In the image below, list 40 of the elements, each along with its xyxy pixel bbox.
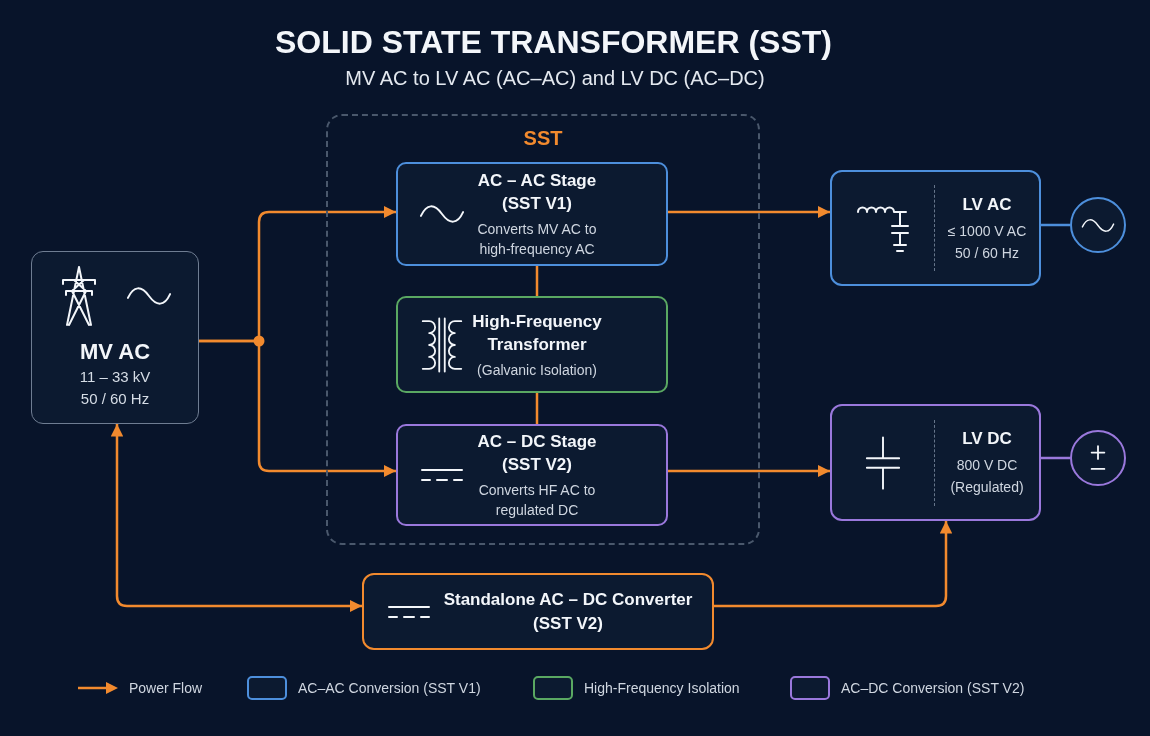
converter-box bbox=[362, 573, 714, 650]
source-box bbox=[31, 251, 199, 424]
diagram-title: SOLID STATE TRANSFORMER (SST) bbox=[275, 23, 832, 62]
node-title: AC – AC Stage (SST V1) bbox=[476, 170, 598, 215]
stage-box bbox=[396, 162, 668, 266]
node-title: MV AC bbox=[79, 338, 151, 366]
diagram-subtitle: MV AC to LV AC (AC–AC) and LV DC (AC–DC) bbox=[345, 66, 765, 91]
output-box bbox=[830, 404, 1041, 521]
node-text: Converts HF AC to regulated DC bbox=[477, 481, 597, 520]
node-text: ≤ 1000 V AC bbox=[947, 221, 1027, 241]
dashed-group-box bbox=[326, 114, 760, 545]
legend-label: Power Flow bbox=[129, 678, 203, 698]
node-title: Standalone AC – DC Converter (SST V2) bbox=[442, 588, 694, 635]
node-title: LV AC bbox=[962, 193, 1012, 216]
arrow bbox=[199, 339, 396, 478]
node-text: 11 – 33 kV bbox=[79, 367, 151, 387]
node-title: LV DC bbox=[962, 428, 1012, 450]
connector-line bbox=[1041, 223, 1070, 227]
node-text: 50 / 60 Hz bbox=[955, 243, 1019, 263]
connector-line bbox=[1041, 456, 1070, 460]
group-title: SST bbox=[523, 126, 563, 151]
arrow bbox=[714, 521, 953, 608]
connector-line bbox=[535, 266, 539, 296]
arrow bbox=[668, 464, 830, 478]
stage-box bbox=[396, 424, 668, 526]
node-title: AC – DC Stage (SST V2) bbox=[476, 431, 598, 476]
connector-line bbox=[535, 393, 539, 424]
node-title: High-Frequency Transformer bbox=[471, 310, 603, 356]
node-text: (Galvanic Isolation) bbox=[477, 360, 597, 380]
legend-label: AC–DC Conversion (SST V2) bbox=[841, 678, 1025, 698]
output-box bbox=[830, 170, 1041, 286]
arrow bbox=[110, 424, 362, 613]
node-text: 800 V DC bbox=[956, 456, 1018, 475]
arrow bbox=[668, 205, 830, 219]
node-text: Converts MV AC to high-frequency AC bbox=[476, 220, 598, 259]
legend-label: High-Frequency Isolation bbox=[584, 678, 740, 698]
legend-label: AC–AC Conversion (SST V1) bbox=[298, 678, 481, 698]
node-text: (Regulated) bbox=[950, 478, 1024, 497]
node-text: 50 / 60 Hz bbox=[80, 389, 150, 409]
transformer-box bbox=[396, 296, 668, 393]
